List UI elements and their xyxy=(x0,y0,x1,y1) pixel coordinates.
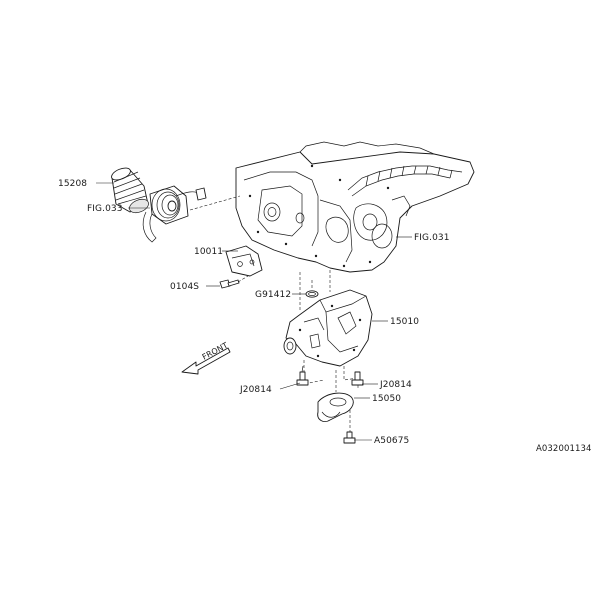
callout-10011[interactable]: 10011 xyxy=(194,247,223,257)
callout-fig033[interactable]: FIG.033 xyxy=(87,204,123,214)
front-direction-arrow: FRONT xyxy=(181,341,231,375)
engine-block[interactable] xyxy=(235,141,475,273)
bolt-0104s[interactable] xyxy=(219,275,249,289)
bolt-j20814-right[interactable] xyxy=(351,371,364,386)
oil-pump[interactable] xyxy=(283,289,373,367)
callout-j20814-left[interactable]: J20814 xyxy=(239,385,272,395)
leader-lines xyxy=(96,182,412,441)
oil-filter[interactable] xyxy=(110,166,151,216)
callout-15208[interactable]: 15208 xyxy=(58,179,87,189)
alignment-lines xyxy=(299,270,359,432)
callout-15010[interactable]: 15010 xyxy=(390,317,419,327)
bolt-j20814-left[interactable] xyxy=(296,365,309,386)
callout-j20814-right[interactable]: J20814 xyxy=(379,380,412,390)
callout-fig031[interactable]: FIG.031 xyxy=(414,233,450,243)
bracket-10011[interactable] xyxy=(225,245,263,277)
oil-strainer[interactable] xyxy=(317,392,354,423)
diagram-id: A032001134 xyxy=(536,444,592,454)
callout-15050[interactable]: 15050 xyxy=(372,394,401,404)
callout-0104s[interactable]: 0104S xyxy=(170,282,199,292)
callout-g91412[interactable]: G91412 xyxy=(255,290,291,300)
bolt-a50675[interactable] xyxy=(343,431,356,444)
callout-labels: 15208 FIG.033 10011 0104S G91412 15010 F… xyxy=(58,179,592,454)
o-ring-g91412[interactable] xyxy=(305,290,319,298)
oil-cooler[interactable] xyxy=(142,185,241,243)
callout-a50675[interactable]: A50675 xyxy=(374,436,409,446)
